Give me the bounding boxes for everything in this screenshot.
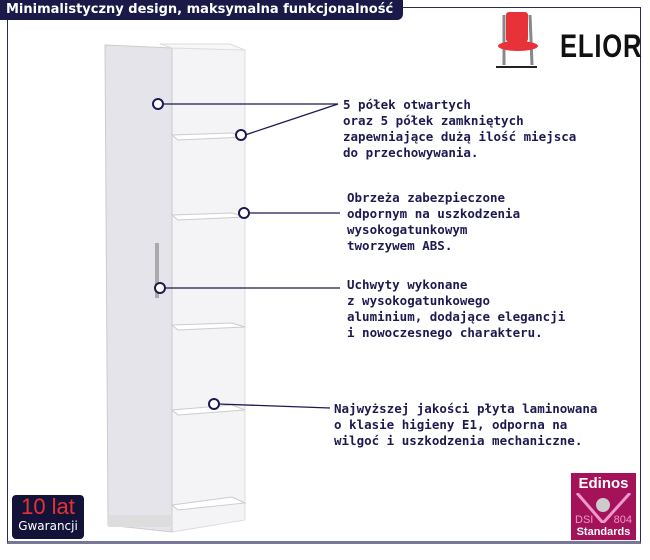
certificate-badge: Edinos DSI 804 Standards: [571, 473, 636, 540]
feature-handles: Uchwyty wykonane z wysokogatunkowego alu…: [347, 277, 566, 340]
certificate-name: Edinos: [578, 475, 629, 492]
certificate-v-icon: [575, 493, 632, 523]
certificate-label: Standards: [576, 526, 631, 538]
marker-dot: [208, 398, 220, 410]
handle: [155, 243, 159, 298]
warranty-label: Gwarancji: [18, 519, 78, 533]
warranty-badge: 10 lat Gwarancji: [12, 495, 84, 539]
brand-logo: ELIOR: [560, 28, 643, 64]
feature-shelves: 5 półek otwartych oraz 5 półek zamknięty…: [343, 97, 577, 160]
marker-dot: [154, 282, 166, 294]
header-title: Minimalistyczny design, maksymalna funkc…: [0, 0, 404, 20]
feature-board: Najwyższej jakości płyta laminowana o kl…: [334, 401, 598, 448]
marker-dot: [235, 129, 247, 141]
certificate-left: DSI: [575, 514, 594, 526]
chair-icon: [496, 12, 538, 68]
certificate-right: 804: [613, 514, 632, 526]
marker-dot: [152, 98, 164, 110]
marker-dot: [238, 207, 250, 219]
feature-edges: Obrzeża zabezpieczone odpornym na uszkod…: [347, 190, 521, 253]
warranty-years: 10 lat: [21, 494, 75, 519]
